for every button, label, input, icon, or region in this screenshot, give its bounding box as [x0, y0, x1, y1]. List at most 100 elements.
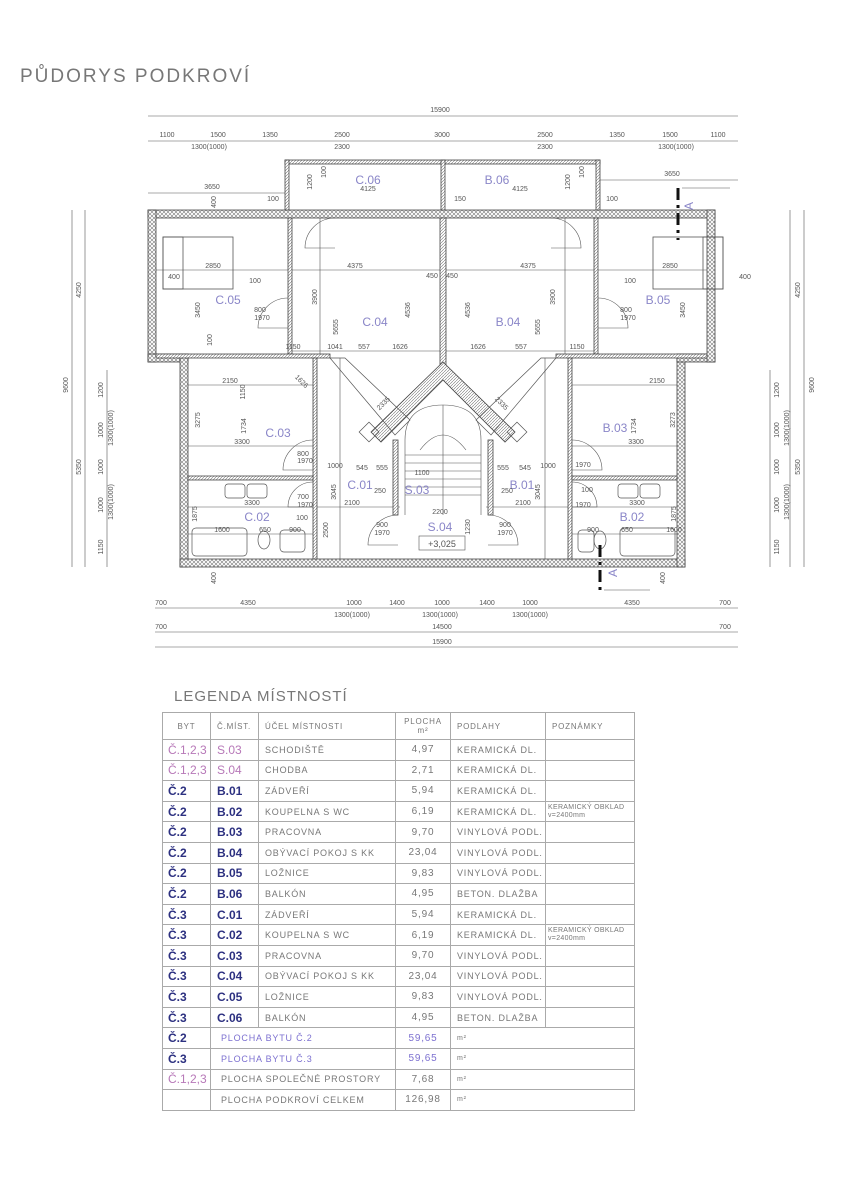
dimension-label: 14500: [432, 624, 452, 631]
cell-purpose: SCHODIŠTĚ: [258, 739, 396, 761]
dimension-label: 700: [155, 600, 167, 607]
cell-area: 9,70: [395, 821, 451, 843]
cell-unit: m²: [450, 1068, 635, 1091]
room-label: C.05: [215, 293, 241, 307]
cell-note: KERAMICKÝ OBKLAD v=2400mm: [545, 924, 635, 946]
header-byt: BYT: [162, 712, 211, 740]
dimension-label: 2335: [376, 396, 392, 412]
dimension-label: 557: [515, 344, 527, 351]
dimension-label: 1970: [297, 458, 313, 465]
dimension-label: 2150: [222, 378, 238, 385]
cell-byt: Č.2: [162, 883, 211, 905]
room-label: B.03: [603, 421, 628, 435]
header-area-unit: m²: [417, 726, 429, 735]
cell-note: [545, 965, 635, 988]
dimension-label: 1000: [346, 600, 362, 607]
dimension-label: 450: [426, 273, 438, 280]
cell-byt: Č.3: [162, 1047, 211, 1070]
dimension-label: 1150: [569, 344, 584, 351]
dimension-label: 1000: [327, 463, 343, 470]
cell-byt: Č.2: [162, 780, 211, 802]
cell-area: 4,95: [395, 1006, 451, 1029]
dimension-label: 557: [358, 344, 370, 351]
dimension-label: 1000: [98, 497, 105, 513]
cell-room-code: C.01: [210, 903, 259, 926]
dimension-label: 3275: [195, 412, 202, 428]
dimension-label: 15900: [432, 639, 452, 646]
room-label: B.06: [485, 173, 510, 187]
dimension-label: 450: [446, 273, 458, 280]
cell-room-code: B.05: [210, 862, 259, 885]
level-mark: +3,025: [428, 539, 456, 549]
dimension-label: 2335: [493, 396, 509, 412]
dimension-label: 100: [296, 515, 308, 522]
cell-room-code: C.03: [210, 944, 259, 967]
dimension-label: 1150: [98, 539, 105, 554]
header-area-label: PLOCHA: [404, 717, 442, 726]
cell-byt: Č.3: [162, 944, 211, 967]
dimension-label: 3000: [434, 132, 450, 139]
dimension-label: 1300(1000): [422, 612, 458, 619]
dimension-label: 1000: [98, 459, 105, 475]
dimension-label: 3300: [629, 500, 645, 507]
dimension-label: 4125: [512, 186, 528, 193]
dimension-label: 1626: [392, 344, 408, 351]
dimension-label: 800: [620, 307, 632, 314]
dimension-label: 1875: [671, 506, 678, 522]
header-purpose: ÚČEL MÍSTNOSTI: [258, 712, 396, 740]
dimension-label: 1970: [254, 315, 270, 322]
dimension-label: 545: [356, 465, 368, 472]
cell-room-code: B.03: [210, 821, 259, 843]
dimension-label: 1875: [192, 506, 199, 522]
staircase: [404, 404, 482, 551]
dimension-label: 4250: [795, 282, 802, 298]
dimension-lines: [71, 115, 805, 648]
dimension-label: 150: [454, 196, 466, 203]
cell-purpose: ZÁDVEŘÍ: [258, 780, 396, 802]
cell-area: 126,98: [395, 1089, 451, 1111]
dimension-label: 1300(1000): [108, 484, 115, 520]
dimension-label: 100: [581, 487, 593, 494]
dimension-label: 4350: [624, 600, 640, 607]
cell-summary-label: PLOCHA BYTU Č.2: [210, 1027, 396, 1049]
dimension-label: 900: [499, 522, 511, 529]
dimension-label: 4375: [347, 263, 363, 270]
dimension-label: 2500: [537, 132, 553, 139]
cell-area: 7,68: [395, 1068, 451, 1091]
dimension-label: 1970: [497, 530, 513, 537]
dimension-label: 1970: [374, 530, 390, 537]
cell-floor: VINYLOVÁ PODL.: [450, 821, 546, 843]
dimension-label: 700: [719, 624, 731, 631]
cell-floor: BETON. DLAŽBA: [450, 1006, 546, 1029]
cell-floor: KERAMICKÁ DL.: [450, 800, 546, 823]
floor-plan: A A C.06B.06C.05C.04B.04B.05C.03B.03C.01…: [63, 107, 816, 648]
dimension-label: 4250: [76, 282, 83, 298]
dimension-label: 2500: [323, 522, 330, 538]
cell-unit: m²: [450, 1047, 635, 1070]
room-label: C.04: [362, 315, 388, 329]
dimension-label: 15900: [430, 107, 450, 114]
cell-purpose: LOŽNICE: [258, 986, 396, 1008]
cell-byt: Č.2: [162, 1027, 211, 1049]
dimension-label: 1400: [389, 600, 405, 607]
room-label: C.02: [244, 510, 270, 524]
dimension-label: 400: [739, 274, 751, 281]
section-label: A: [606, 569, 620, 577]
dimension-label: 700: [297, 494, 309, 501]
cell-floor: KERAMICKÁ DL.: [450, 903, 546, 926]
cell-byt: Č.3: [162, 1006, 211, 1029]
cell-note: KERAMICKÝ OBKLAD v=2400mm: [545, 800, 635, 823]
cell-area: 59,65: [395, 1047, 451, 1070]
cell-byt: Č.1,2,3: [162, 1068, 211, 1091]
dimension-label: 1970: [620, 315, 636, 322]
dimension-label: 3273: [670, 412, 677, 428]
